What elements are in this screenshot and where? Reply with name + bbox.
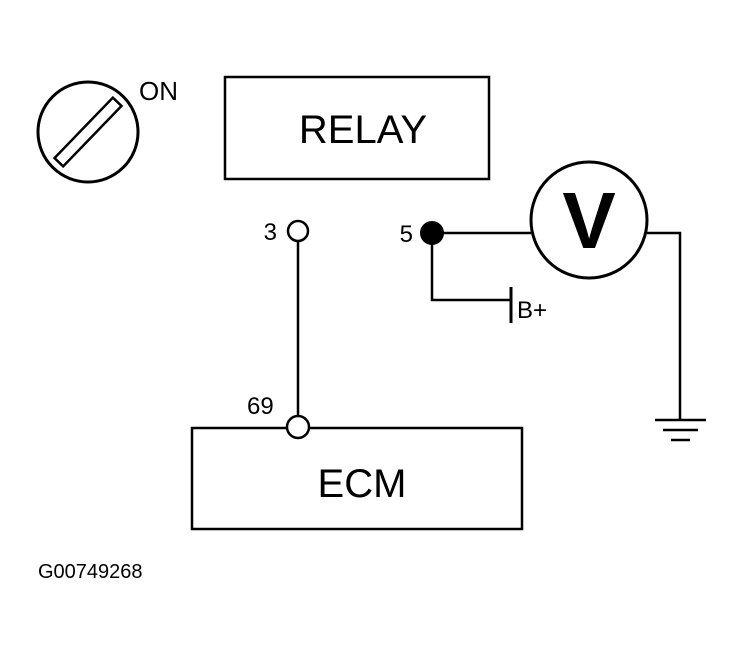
wire-voltmeter-to-ground	[647, 231, 682, 420]
battery-supply-label: B+	[517, 297, 547, 324]
ecm-terminal-69-label: 69	[247, 393, 274, 420]
ground-icon	[655, 418, 706, 442]
wire-relay5-to-battery	[430, 244, 511, 302]
figure-id: G00749268	[38, 561, 143, 583]
ecm-box	[190, 426, 524, 531]
voltmeter-symbol: V	[562, 176, 615, 265]
relay-label: RELAY	[299, 108, 427, 152]
ecm-label: ECM	[318, 462, 407, 506]
relay-terminal-5-label: 5	[400, 221, 413, 248]
ignition-on-label: ON	[139, 76, 178, 106]
ignition-switch-icon	[36, 80, 140, 184]
relay-terminal-3	[286, 219, 310, 243]
relay-box	[223, 75, 491, 181]
ecm-terminal-69	[285, 414, 311, 440]
voltmeter-icon	[529, 160, 649, 280]
relay-terminal-5	[420, 221, 444, 245]
relay-terminal-3-label: 3	[264, 219, 277, 246]
